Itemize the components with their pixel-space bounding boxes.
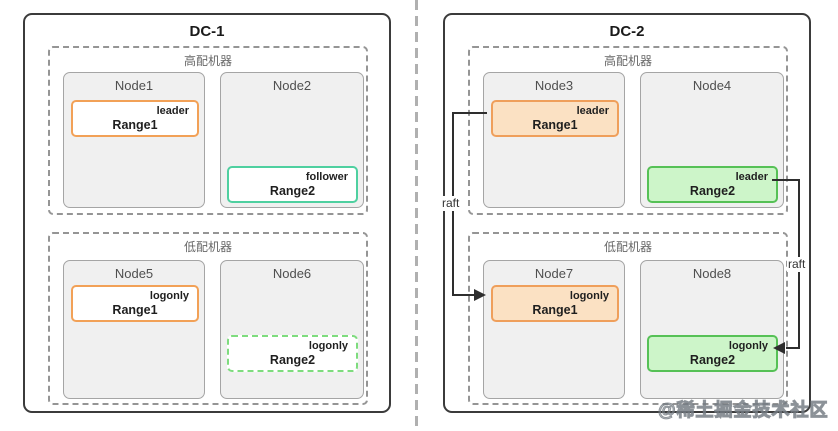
range2-node6-box: logonly Range2 [227,335,358,372]
range1-node7-role: logonly [569,290,609,302]
dc2-title: DC-2 [609,23,645,40]
dc2-box: DC-2 高配机器 Node3 leader Range1 Node4 lead… [443,13,811,413]
node5-box: Node5 logonly Range1 [63,260,205,399]
range1-node1-name: Range1 [112,118,158,132]
range1-node5-box: logonly Range1 [71,285,199,322]
node8-box: Node8 logonly Range2 [640,260,784,399]
range1-node1-role: leader [156,105,189,117]
node7-label: Node7 [534,266,574,281]
dc2-high-spec-label: 高配机器 [603,54,652,68]
watermark-text: @稀土掘金技术社区 [657,399,829,420]
range2-node2-role: follower [305,171,348,183]
range2-node6-role: logonly [308,340,348,352]
range2-node8-role: logonly [728,340,768,352]
dc-divider-dashed-line [415,0,418,431]
node3-box: Node3 leader Range1 [483,72,625,208]
range2-node8-name: Range2 [689,353,736,367]
node2-label: Node2 [272,78,312,93]
node1-box: Node1 leader Range1 [63,72,205,208]
range1-node5-role: logonly [149,290,189,302]
dc1-title: DC-1 [189,23,225,40]
range1-node3-name: Range1 [532,118,578,132]
node6-box: Node6 logonly Range2 [220,260,364,399]
dc1-box: DC-1 高配机器 Node1 leader Range1 Node2 foll… [23,13,391,413]
range1-node1-box: leader Range1 [71,100,199,137]
node8-label: Node8 [692,266,732,281]
dc1-low-spec-label: 低配机器 [183,240,232,254]
dc1-high-spec-group: 高配机器 Node1 leader Range1 Node2 follower … [48,46,368,215]
range1-node7-name: Range1 [532,303,578,317]
range1-node3-role: leader [576,105,609,117]
range1-node3-box: leader Range1 [491,100,619,137]
raft-label-left: raft [441,196,461,211]
node7-box: Node7 logonly Range1 [483,260,625,399]
node5-label: Node5 [114,266,154,281]
node1-label: Node1 [114,78,154,93]
range1-node7-box: logonly Range1 [491,285,619,322]
range2-node6-name: Range2 [269,353,316,367]
dc2-low-spec-group: 低配机器 Node7 logonly Range1 Node8 logonly … [468,232,788,405]
range2-node4-box: leader Range2 [647,166,778,203]
dc2-high-spec-group: 高配机器 Node3 leader Range1 Node4 leader Ra… [468,46,788,215]
range2-node2-box: follower Range2 [227,166,358,203]
node4-label: Node4 [692,78,732,93]
node3-label: Node3 [534,78,574,93]
node2-box: Node2 follower Range2 [220,72,364,208]
range2-node8-box: logonly Range2 [647,335,778,372]
range2-node2-name: Range2 [269,184,316,198]
node6-label: Node6 [272,266,312,281]
range2-node4-role: leader [735,171,768,183]
dc1-low-spec-group: 低配机器 Node5 logonly Range1 Node6 logonly … [48,232,368,405]
dc2-low-spec-label: 低配机器 [603,240,652,254]
raft-label-right: raft [787,257,807,272]
dc1-high-spec-label: 高配机器 [183,54,232,68]
node4-box: Node4 leader Range2 [640,72,784,208]
range1-node5-name: Range1 [112,303,158,317]
range2-node4-name: Range2 [689,184,736,198]
